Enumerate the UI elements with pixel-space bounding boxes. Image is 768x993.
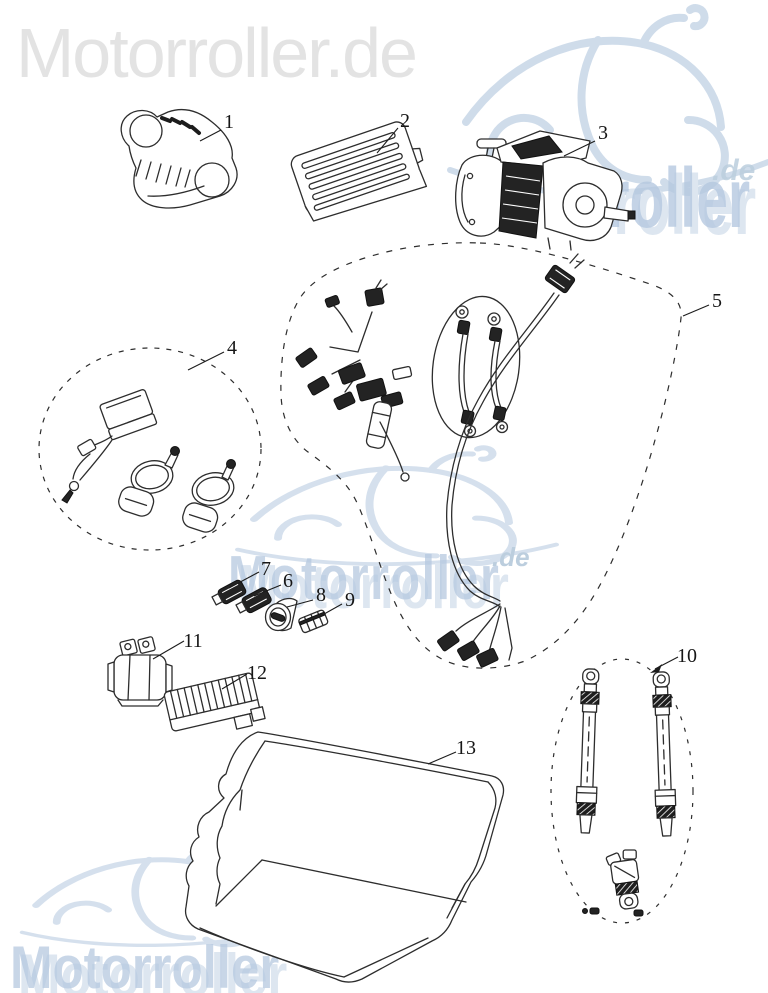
cylinder-fins <box>498 161 544 239</box>
seat-belt-strap-2 <box>652 671 677 837</box>
cable-pair-plate <box>431 295 521 439</box>
part-13-cargo-box <box>184 731 505 983</box>
seat-belt-buckle <box>605 849 640 910</box>
part-11-starter-relay <box>107 636 173 707</box>
part-7-connector <box>211 579 247 606</box>
part-label-6: 6 <box>283 570 293 592</box>
part-10-seat-belt-group <box>550 658 694 924</box>
main-cable <box>437 253 585 668</box>
harness-connector-cluster <box>295 279 413 482</box>
cdi-box <box>99 389 158 441</box>
part-label-8: 8 <box>316 584 326 606</box>
part-label-10: 10 <box>677 645 697 667</box>
scooter-logo-icon-middle <box>235 445 559 566</box>
part-1-cover-plate <box>120 108 238 209</box>
belt-screws <box>582 907 644 917</box>
part-8-ignition-barrel <box>264 597 298 632</box>
part-2-finned-plate <box>290 121 428 222</box>
part-5-wiring-harness-group <box>280 242 682 669</box>
arrowhead-10 <box>650 664 662 673</box>
part-label-2: 2 <box>400 110 410 132</box>
part-label-4: 4 <box>227 337 237 359</box>
watermark-brand-bottom-echo: Motorroller <box>18 942 288 993</box>
part-label-13: 13 <box>456 737 476 759</box>
key-with-ring <box>118 446 180 517</box>
fuse-holder <box>365 401 393 449</box>
part-label-7: 7 <box>261 558 271 580</box>
part-9-connector <box>298 609 329 634</box>
leader-lines <box>152 127 710 765</box>
part-12-rectifier <box>163 672 266 732</box>
watermark-brand-middle: Motorroller <box>228 544 501 613</box>
part-3-engine <box>455 130 636 251</box>
part-label-1: 1 <box>224 111 234 133</box>
watermark-brand-bottom: Motorroller <box>10 934 280 993</box>
part-label-3: 3 <box>598 122 608 144</box>
key-with-ring-2 <box>182 459 236 533</box>
part-label-11: 11 <box>183 630 202 652</box>
part-label-9: 9 <box>345 589 355 611</box>
part-label-5: 5 <box>712 290 722 312</box>
part-label-12: 12 <box>247 662 267 684</box>
seat-belt-strap <box>575 668 600 834</box>
watermark-de-top: .de <box>712 154 756 187</box>
watermark-site-text: Motorroller.de <box>16 14 418 92</box>
watermark-de-middle: .de <box>492 542 530 572</box>
pull-starter <box>455 154 506 237</box>
part-4-immobilizer-group <box>38 347 262 551</box>
